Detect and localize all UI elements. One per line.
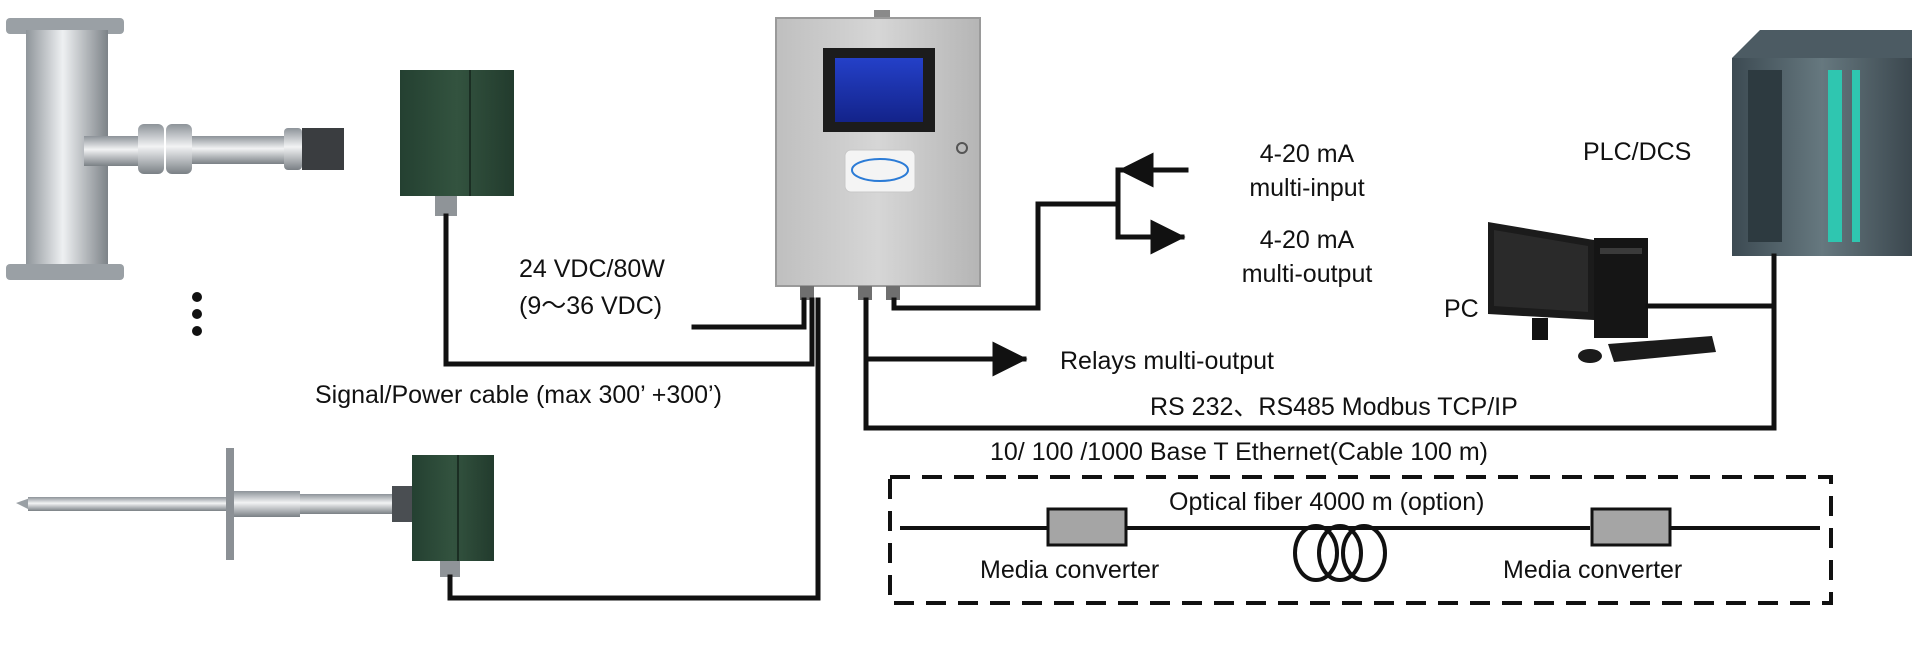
fiber-title: Optical fiber 4000 m (option) (1169, 488, 1484, 516)
fiber-coil-loop (1317, 524, 1363, 582)
fiber-coil-loop (1341, 524, 1387, 582)
labels: 24 VDC/80W (9～36 VDC) Signal/Power cable… (315, 138, 1691, 584)
fiber-dashed-frame (888, 475, 1833, 605)
analog-io-cable (891, 201, 1121, 311)
media-converter-right-label: Media converter (1503, 556, 1682, 584)
mount-flange (226, 448, 234, 560)
analog-output-label-line1: 4-20 mA (1260, 226, 1355, 254)
probe-fitting (84, 136, 140, 166)
power-label-line2: (9～36 VDC) (519, 292, 662, 320)
gland-b (858, 286, 872, 300)
analog-input-label-line1: 4-20 mA (1260, 140, 1355, 168)
gland-c (886, 286, 900, 300)
gland-a (800, 286, 814, 300)
optical-fiber-option (888, 475, 1833, 605)
probe-nut-3 (284, 128, 302, 170)
pc-tower-bay (1600, 248, 1642, 254)
insertion-rod (28, 497, 228, 511)
plc-led-strip (1828, 70, 1842, 242)
door-lock (956, 142, 968, 154)
sensor-box-2 (412, 455, 494, 561)
relays-label: Relays multi-output (1060, 347, 1274, 375)
ethernet-label: 10/ 100 /1000 Base T Ethernet(Cable 100 … (990, 438, 1488, 466)
plc-module (1748, 70, 1782, 242)
pc-tower (1594, 238, 1648, 338)
inline-flowmeter (6, 18, 514, 280)
sensor-box-1 (400, 70, 514, 196)
plc-unit (1732, 30, 1912, 256)
more-sensors-ellipsis (192, 292, 202, 336)
pc-workstation (1488, 222, 1716, 363)
mount-rod (300, 494, 392, 514)
sensor-1-cable (443, 213, 815, 367)
insertion-flowmeter (16, 448, 494, 577)
pc-monitor-stand (1532, 318, 1548, 340)
pc-label: PC (1444, 295, 1479, 323)
power-cable (691, 297, 807, 330)
comms-label: RS 232、RS485 Modbus TCP/IP (1150, 393, 1518, 421)
probe-rod (192, 136, 284, 164)
enclosure-hanger (874, 10, 890, 20)
power-label-line1: 24 VDC/80W (519, 255, 665, 283)
media-converter-right (1590, 507, 1672, 547)
plc-top (1732, 30, 1912, 58)
probe-tip (16, 498, 30, 510)
wiring (443, 152, 1777, 601)
cable-gland-1 (435, 196, 457, 216)
pc-mouse (1578, 349, 1602, 363)
media-converter-left-label: Media converter (980, 556, 1159, 584)
brand-logo (851, 158, 909, 182)
mount-fitting (234, 491, 300, 517)
brand-label (844, 149, 916, 193)
sensor-2-cable (447, 297, 821, 601)
display-screen (835, 58, 923, 122)
pc-monitor-screen (1494, 230, 1588, 312)
comms-cable (863, 253, 1777, 431)
plc-led-strip (1852, 70, 1860, 242)
ellipsis-dot (192, 292, 202, 302)
transmitter-enclosure (775, 10, 981, 300)
media-converter-left (1046, 507, 1128, 547)
pc-keyboard (1608, 336, 1716, 362)
cable-gland-2 (440, 561, 460, 577)
probe-nut-2 (166, 124, 192, 174)
probe-nut-1 (138, 124, 164, 174)
ellipsis-dot (192, 326, 202, 336)
plc-label: PLC/DCS (1583, 138, 1691, 166)
fiber-coil-loop (1293, 524, 1339, 582)
probe-hex (302, 128, 344, 170)
ellipsis-dot (192, 309, 202, 319)
analog-input-label-line2: multi-input (1249, 174, 1364, 202)
signal-cable-label: Signal/Power cable (max 300’ +300’) (315, 381, 722, 409)
mount-nut (392, 486, 412, 522)
pipe-flange-bottom (6, 264, 124, 280)
analog-output-label-line2: multi-output (1242, 260, 1373, 288)
